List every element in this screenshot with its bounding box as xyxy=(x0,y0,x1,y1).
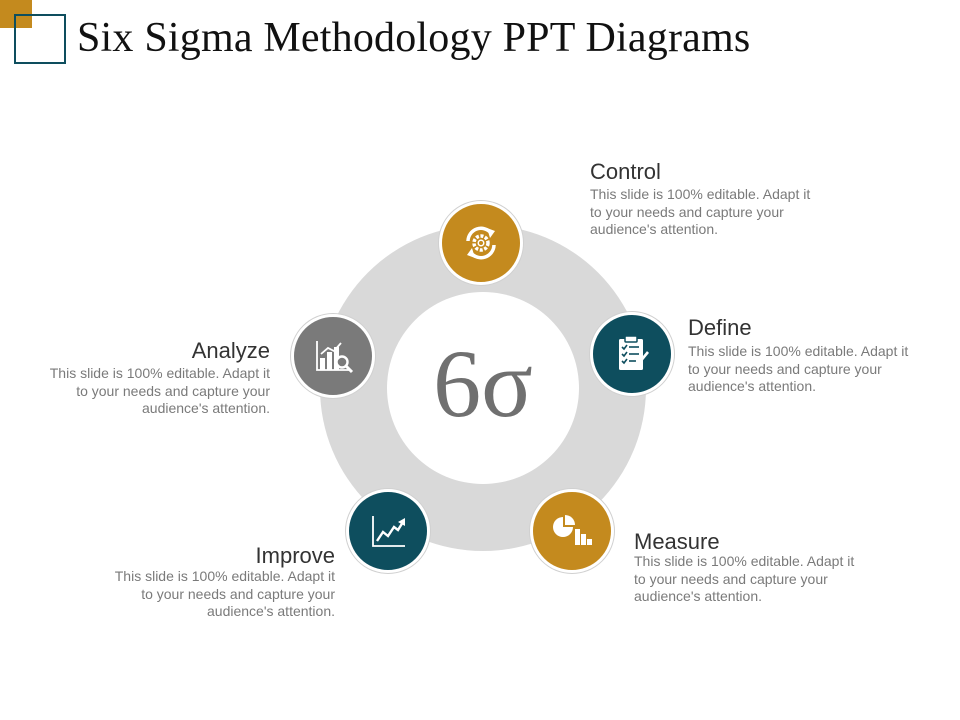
chart-magnifier-icon xyxy=(316,341,354,374)
control-node xyxy=(439,201,523,285)
control-label: Control xyxy=(590,159,661,184)
analyze-description: This slide is 100% editable. Adapt it to… xyxy=(49,365,270,416)
clipboard-checklist-icon xyxy=(619,335,650,370)
define-label: Define xyxy=(688,315,752,340)
define-description: This slide is 100% editable. Adapt it to… xyxy=(688,343,909,394)
measure-node xyxy=(530,489,614,573)
refresh-gear-icon xyxy=(466,226,496,260)
measure-label: Measure xyxy=(634,529,720,554)
trend-up-chart-icon xyxy=(372,516,405,547)
improve-node xyxy=(346,489,430,573)
analyze-node xyxy=(291,314,375,398)
control-description: This slide is 100% editable. Adapt it to… xyxy=(590,186,811,237)
six-sigma-symbol: 6σ xyxy=(433,330,533,437)
measure-description: This slide is 100% editable. Adapt it to… xyxy=(634,553,855,604)
page-title: Six Sigma Methodology PPT Diagrams xyxy=(77,15,751,61)
ring-center xyxy=(387,292,579,484)
analyze-label: Analyze xyxy=(191,338,270,363)
define-node xyxy=(590,312,674,396)
improve-description: This slide is 100% editable. Adapt it to… xyxy=(114,568,335,619)
pie-bar-chart-icon xyxy=(553,515,592,545)
improve-label: Improve xyxy=(255,543,335,568)
title-frame xyxy=(14,14,66,64)
